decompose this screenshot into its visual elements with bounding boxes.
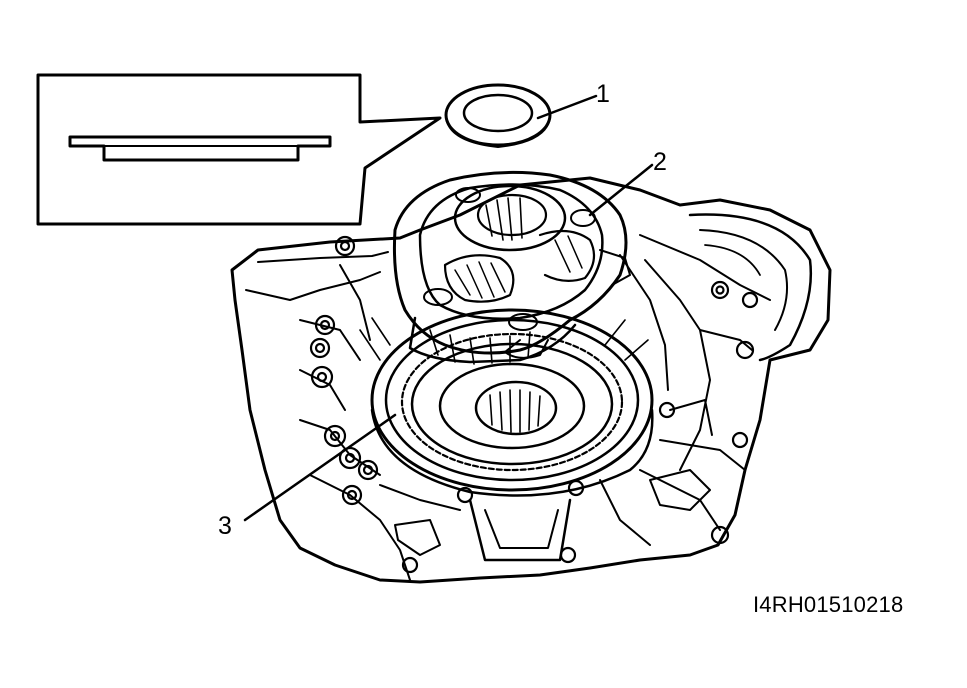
washer-cross-section: [68, 135, 332, 162]
leader-line-3: [243, 413, 397, 522]
callout-label-2: 2: [653, 148, 667, 176]
callout-label-1: 1: [596, 80, 610, 108]
ring-gear-part-3: [359, 308, 654, 497]
inset-detail-box: [36, 73, 442, 226]
leader-lines: [243, 94, 654, 522]
leader-line-2: [588, 163, 654, 217]
planetary-carrier-part-2: [392, 170, 631, 365]
callout-label-3: 3: [218, 512, 232, 540]
bolt-holes: [309, 235, 759, 574]
leader-line-1: [536, 94, 598, 120]
figure-code: I4RH01510218: [753, 592, 904, 617]
transmission-case: [230, 176, 832, 584]
thrust-washer-part-1: [444, 83, 552, 148]
